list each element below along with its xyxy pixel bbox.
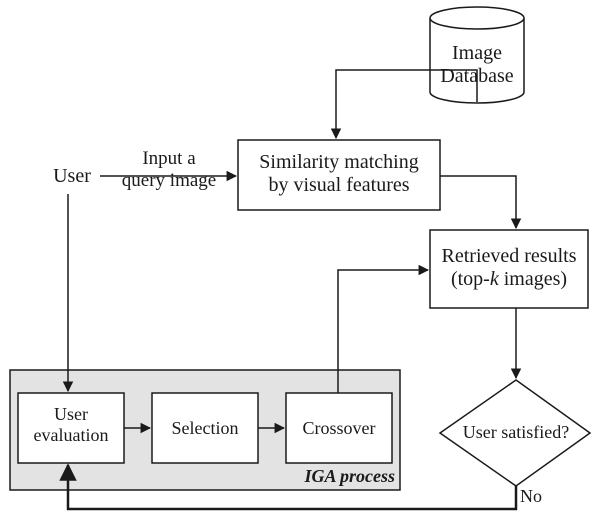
arrow-crossover-to-results [337, 264, 430, 393]
similarity-matching-label: Similarity matching by visual features [259, 151, 419, 196]
input-query-label: Input a query image [121, 148, 217, 191]
top-k-suffix: images) [498, 268, 568, 290]
crossover-label: Crossover [302, 418, 376, 438]
arrow-no-feedback [59, 463, 518, 511]
user-evaluation-box [17, 392, 125, 464]
similarity-matching-box [237, 139, 441, 211]
image-database-cylinder [429, 6, 525, 104]
arrow-database-to-matching [330, 69, 478, 140]
top-k-variable: k [489, 268, 499, 290]
user-evaluation-label: User evaluation [33, 404, 109, 445]
user-label: User [53, 165, 91, 187]
crossover-box [285, 392, 393, 464]
user-satisfied-label: User satisfied? [462, 422, 570, 442]
retrieved-results-box [429, 229, 589, 309]
top-k-prefix: (top- [450, 268, 490, 290]
no-label: No [520, 486, 542, 506]
retrieved-results-label: Retrieved results (top-k images) [441, 245, 577, 290]
iga-process-label: IGA process [304, 466, 395, 486]
selection-box [151, 392, 259, 464]
arrow-matching-to-results [440, 175, 522, 230]
image-database-label: Image Database [440, 42, 514, 87]
selection-label: Selection [171, 418, 239, 438]
